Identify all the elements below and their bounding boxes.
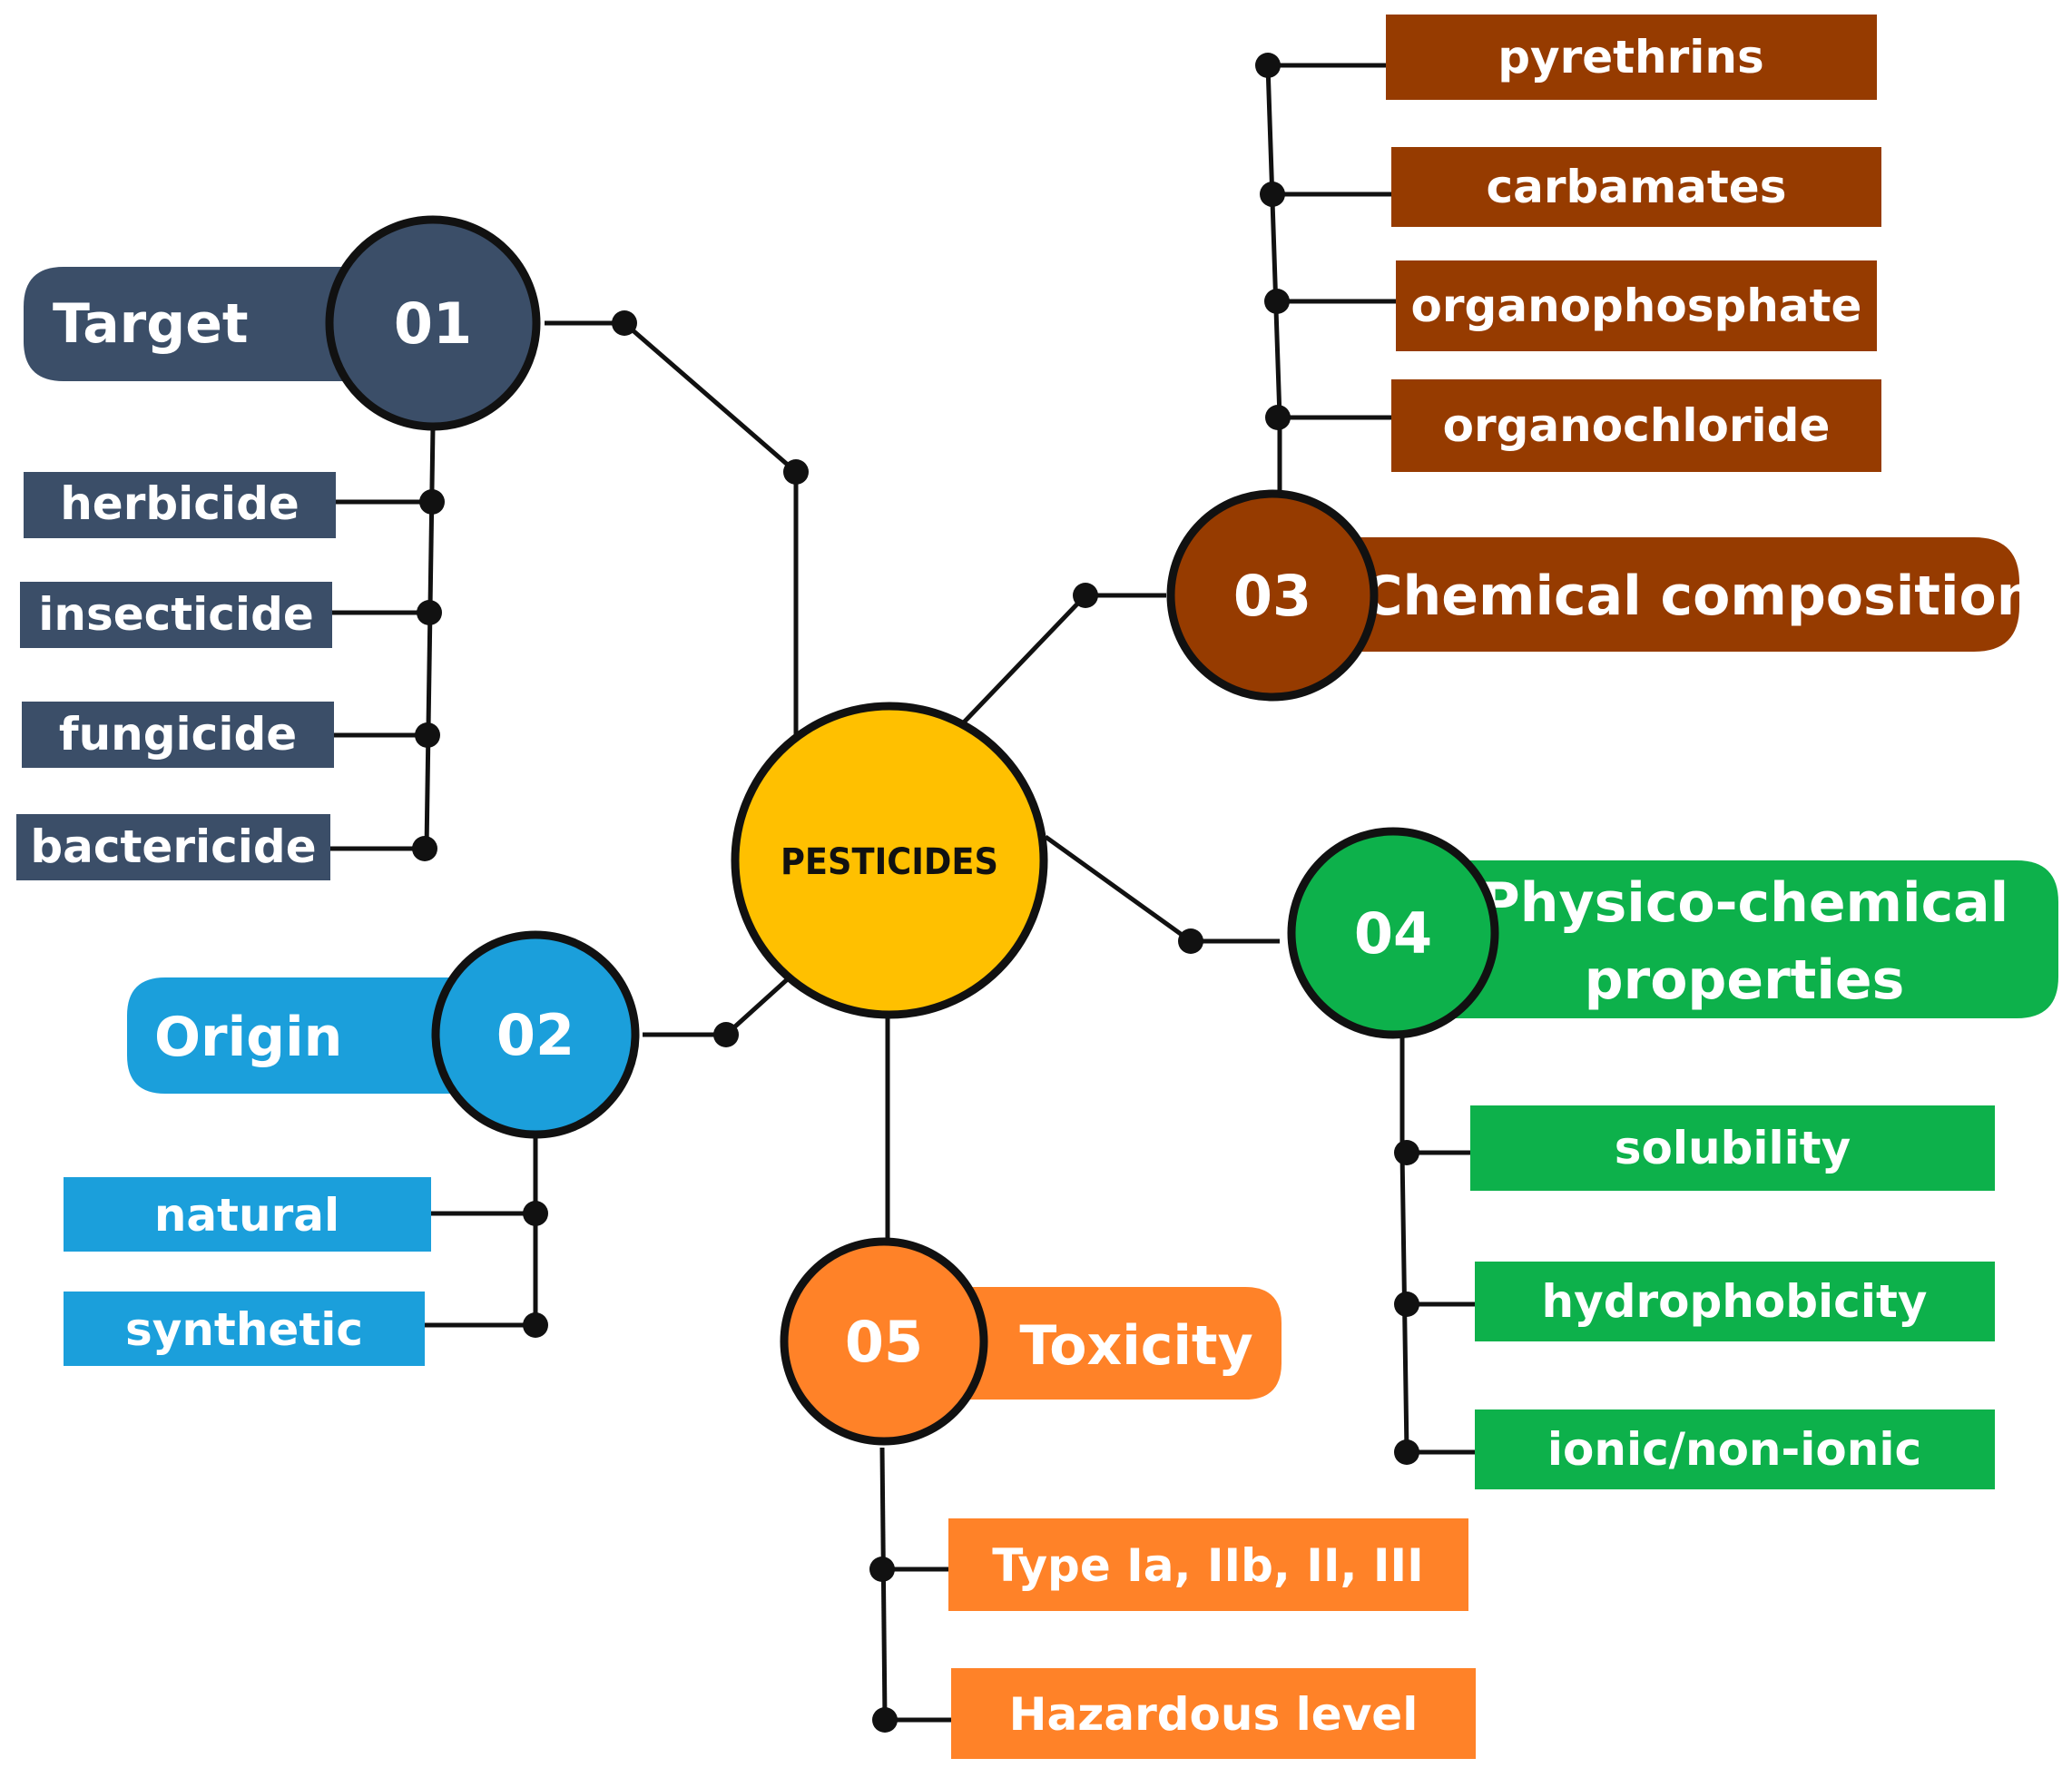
target-item-label: insecticide xyxy=(38,588,314,641)
center-node: PESTICIDES xyxy=(731,702,1048,1019)
toxicity-label: Toxicity xyxy=(1019,1314,1252,1378)
origin-item-label: synthetic xyxy=(125,1303,363,1356)
connector-center-to-chemical xyxy=(958,593,1166,728)
chemical-item-label: organophosphate xyxy=(1411,280,1862,332)
physico-label-pill xyxy=(1452,860,2058,1018)
chemical-item-label: pyrethrins xyxy=(1498,31,1764,83)
origin-item-label: natural xyxy=(154,1189,339,1242)
connector-center-to-physico xyxy=(1044,834,1280,944)
physico-number: 04 xyxy=(1354,900,1432,967)
physico-label-line-2: properties xyxy=(1585,948,1905,1012)
physico-item-box xyxy=(1475,1262,1995,1341)
toxicity-number-circle xyxy=(780,1237,988,1446)
branch-toxicity xyxy=(879,1447,888,1721)
branch-dot xyxy=(1260,182,1285,207)
category-origin: Origin 02 natural synthetic xyxy=(64,930,640,1366)
origin-number-circle xyxy=(431,930,640,1139)
target-item-label: fungicide xyxy=(59,708,297,761)
category-target: Target 01 herbicide insecticide fungicid… xyxy=(16,215,541,880)
branch-chemical xyxy=(1265,64,1282,499)
connectors xyxy=(330,53,1475,1733)
branch-dot xyxy=(1394,1292,1419,1317)
branch-dot xyxy=(1394,1439,1419,1465)
target-item-label: herbicide xyxy=(60,477,300,530)
chemical-item-box xyxy=(1391,147,1881,227)
toxicity-item-label: Type Ia, IIb, II, III xyxy=(992,1539,1423,1592)
target-number: 01 xyxy=(394,290,472,357)
origin-label: Origin xyxy=(154,1006,342,1069)
physico-item-label: hydrophobicity xyxy=(1542,1275,1928,1328)
chemical-item-label: organochloride xyxy=(1443,399,1831,452)
physico-item-label: ionic/non-ionic xyxy=(1547,1423,1921,1476)
toxicity-item-label: Hazardous level xyxy=(1009,1688,1419,1741)
connector-dot xyxy=(783,459,809,485)
target-item-box xyxy=(22,702,334,768)
target-label: Target xyxy=(53,292,249,356)
branch-dot xyxy=(419,489,445,515)
branch-dot xyxy=(523,1201,548,1226)
branch-dot xyxy=(1255,53,1281,78)
target-item-label: bactericide xyxy=(30,820,316,873)
branch-dot xyxy=(1265,405,1291,430)
branch-dot xyxy=(415,722,440,748)
chemical-number: 03 xyxy=(1233,563,1311,629)
toxicity-label-pill xyxy=(944,1287,1281,1400)
branch-dot xyxy=(1264,289,1290,314)
branch-dot xyxy=(869,1557,895,1582)
center-circle xyxy=(731,702,1048,1019)
target-label-pill xyxy=(24,267,381,381)
origin-label-pill xyxy=(127,977,490,1094)
chemical-item-box xyxy=(1386,15,1877,100)
connector-dot xyxy=(612,310,637,336)
branch-dot xyxy=(872,1707,898,1733)
center-label: PESTICIDES xyxy=(781,841,998,883)
target-item-box xyxy=(16,814,330,880)
physico-item-label: solubility xyxy=(1615,1122,1851,1174)
connector-dot xyxy=(1073,583,1098,608)
target-item-box xyxy=(24,472,336,538)
branch-dot xyxy=(1394,1140,1419,1165)
branch-dot xyxy=(412,836,437,861)
category-chemical-composition: Chemical composition 03 pyrethrins carba… xyxy=(1166,15,2036,702)
toxicity-item-box xyxy=(948,1518,1468,1611)
origin-item-box xyxy=(64,1177,431,1252)
category-toxicity: Toxicity 05 Type Ia, IIb, II, III Hazard… xyxy=(780,1237,1476,1759)
chemical-item-label: carbamates xyxy=(1487,161,1787,213)
target-number-circle xyxy=(325,215,541,431)
chemical-item-box xyxy=(1391,379,1881,472)
physico-number-circle xyxy=(1287,827,1499,1039)
connector-dot xyxy=(713,1022,739,1047)
toxicity-number: 05 xyxy=(845,1309,923,1375)
chemical-label: Chemical composition xyxy=(1363,565,2036,628)
physico-label-line-1: Physico-chemical xyxy=(1480,871,2008,935)
chemical-label-pill xyxy=(1343,537,2019,652)
physico-item-box xyxy=(1470,1105,1995,1191)
chemical-item-box xyxy=(1396,260,1877,351)
physico-item-box xyxy=(1475,1409,1995,1489)
chemical-number-circle xyxy=(1166,489,1379,702)
branch-dot xyxy=(523,1312,548,1338)
target-item-box xyxy=(20,582,332,648)
connector-dot xyxy=(1178,928,1203,954)
category-physico-chemical: Physico-chemical properties 04 solubilit… xyxy=(1287,827,2058,1489)
origin-number: 02 xyxy=(496,1002,574,1068)
branch-physico xyxy=(1399,1035,1409,1453)
connector-center-to-target xyxy=(545,320,799,740)
branch-dot xyxy=(417,600,442,625)
toxicity-item-box xyxy=(951,1668,1476,1759)
origin-item-box xyxy=(64,1292,425,1366)
